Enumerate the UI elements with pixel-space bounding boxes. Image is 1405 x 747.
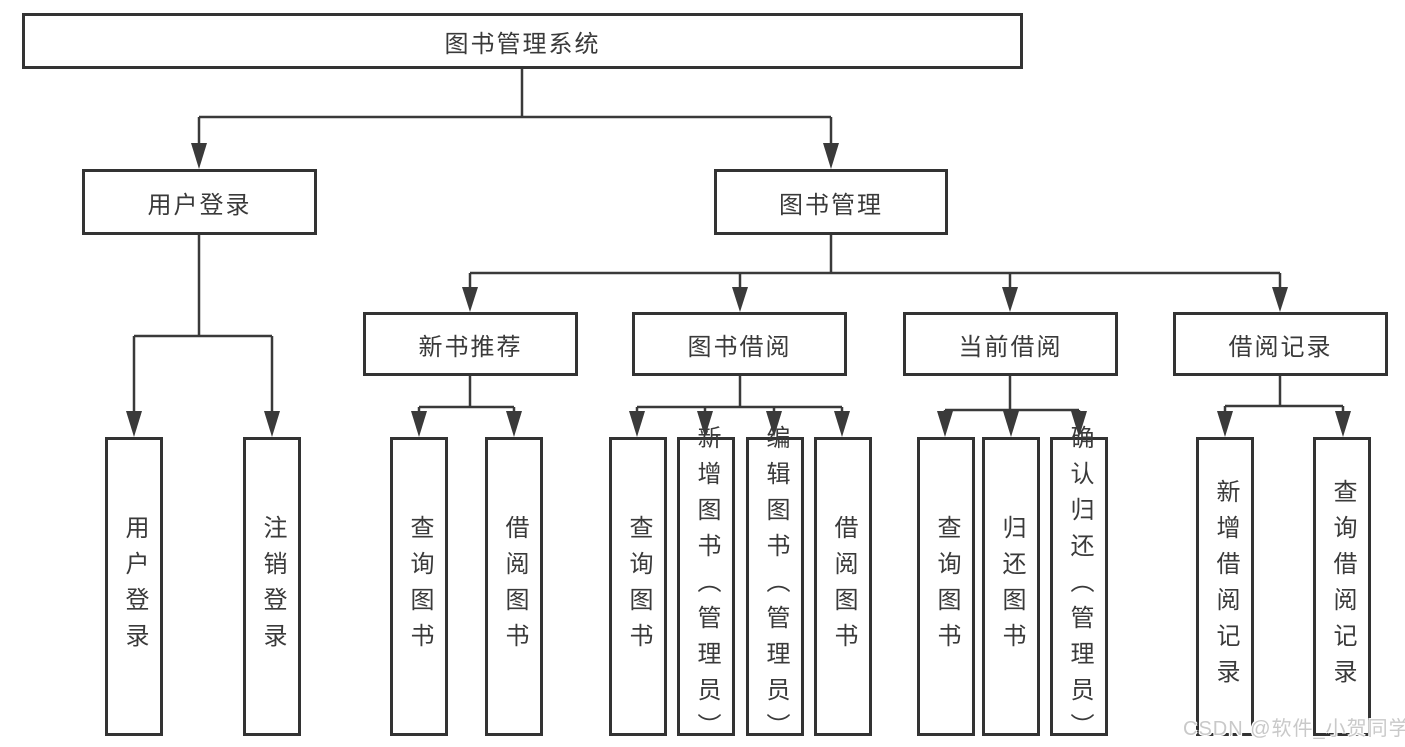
leaf-return-books: 归还图书 xyxy=(982,437,1040,736)
node-book-borrowing: 图书借阅 xyxy=(632,312,847,376)
leaf-label: 借阅图书 xyxy=(830,514,857,659)
leaf-borrow-books: 借阅图书 xyxy=(814,437,872,736)
leaf-query-borrow-record: 查询借阅记录 xyxy=(1313,437,1371,736)
node-book-management: 图书管理 xyxy=(714,169,948,235)
leaf-label: 确认归还（管理员） xyxy=(1066,424,1093,747)
leaf-label: 归还图书 xyxy=(998,514,1025,659)
leaf-user-login: 用户登录 xyxy=(105,437,163,736)
leaf-confirm-return-admin: 确认归还（管理员） xyxy=(1050,425,1108,747)
leaf-logout: 注销登录 xyxy=(243,437,301,736)
leaf-label: 新增图书（管理员） xyxy=(693,424,720,747)
leaf-query-books: 查询图书 xyxy=(609,437,667,736)
leaf-label: 查询图书 xyxy=(625,514,652,659)
leaf-label: 查询图书 xyxy=(933,514,960,659)
arrowhead-icons xyxy=(126,143,1351,437)
leaf-add-borrow-record: 新增借阅记录 xyxy=(1196,437,1254,736)
node-library-management-system: 图书管理系统 xyxy=(22,13,1023,69)
leaf-label: 用户登录 xyxy=(121,514,148,659)
leaf-edit-books-admin: 编辑图书（管理员） xyxy=(746,425,804,747)
node-new-book-recommendation: 新书推荐 xyxy=(363,312,578,376)
node-user-login: 用户登录 xyxy=(82,169,317,235)
leaf-label: 查询图书 xyxy=(406,514,433,659)
leaf-query-books: 查询图书 xyxy=(917,437,975,736)
leaf-label: 注销登录 xyxy=(259,514,286,659)
connector-edges xyxy=(132,69,1345,415)
leaf-label: 新增借阅记录 xyxy=(1212,478,1239,695)
leaf-query-books: 查询图书 xyxy=(390,437,448,736)
csdn-watermark: CSDN @软件_小贺同学 xyxy=(1183,718,1405,740)
leaf-borrow-books: 借阅图书 xyxy=(485,437,543,736)
leaf-label: 借阅图书 xyxy=(501,514,528,659)
node-current-borrowing: 当前借阅 xyxy=(903,312,1118,376)
leaf-label: 编辑图书（管理员） xyxy=(762,424,789,747)
node-borrowing-records: 借阅记录 xyxy=(1173,312,1388,376)
leaf-add-books-admin: 新增图书（管理员） xyxy=(677,425,735,747)
leaf-label: 查询借阅记录 xyxy=(1329,478,1356,695)
